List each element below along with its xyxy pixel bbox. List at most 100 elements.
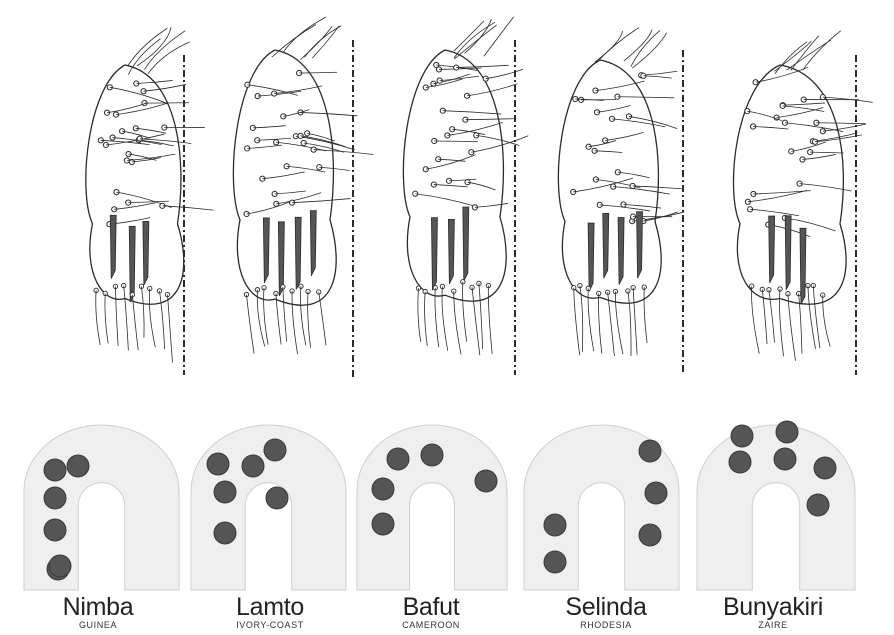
- dark-spine: [110, 215, 116, 278]
- seta: [597, 106, 630, 113]
- dark-spot: [387, 448, 409, 470]
- horseshoe-plate: [697, 425, 855, 590]
- seta: [319, 167, 349, 170]
- seta: [803, 31, 841, 70]
- dark-spot: [639, 440, 661, 462]
- dark-spine: [769, 216, 775, 283]
- leg-drawing: [558, 28, 683, 375]
- seta: [599, 293, 602, 353]
- spot-plate: [357, 425, 507, 590]
- seta: [122, 131, 150, 138]
- seta: [605, 132, 643, 140]
- seta: [128, 201, 169, 202]
- dark-spine: [618, 218, 624, 285]
- dark-spot: [814, 457, 836, 479]
- dark-spot: [639, 524, 661, 546]
- seta: [762, 289, 767, 344]
- seta: [144, 84, 186, 91]
- seta: [275, 191, 306, 194]
- seta: [283, 287, 287, 342]
- seta: [633, 288, 637, 355]
- seta: [753, 126, 788, 129]
- seta: [644, 287, 647, 343]
- dark-spot: [421, 444, 443, 466]
- label-lamto: Lamto IVORY-COAST: [185, 594, 355, 631]
- seta: [463, 282, 467, 342]
- seta: [775, 42, 807, 74]
- label-bunyakiri: Bunyakiri ZAIRE: [688, 594, 858, 631]
- dark-spine: [463, 207, 469, 281]
- seta: [615, 292, 623, 355]
- seta: [753, 191, 810, 194]
- dark-spot: [645, 482, 667, 504]
- dark-spot: [372, 478, 394, 500]
- dark-spine: [143, 221, 149, 285]
- seta: [162, 206, 213, 210]
- dark-spot: [776, 421, 798, 443]
- seta: [274, 86, 322, 94]
- dark-spot: [544, 514, 566, 536]
- seta: [617, 97, 674, 98]
- specimen-name: Bafut: [346, 594, 516, 620]
- seta: [247, 145, 282, 148]
- spot-plate: [524, 425, 679, 590]
- seta: [628, 291, 631, 356]
- dark-spine: [448, 219, 454, 283]
- seta: [823, 295, 830, 346]
- seta: [283, 17, 326, 53]
- dark-spot: [44, 519, 66, 541]
- seta: [136, 80, 172, 83]
- seta: [160, 291, 165, 349]
- specimen-name: Nimba: [13, 594, 183, 620]
- spot-plate: [697, 421, 855, 590]
- seta: [434, 185, 468, 187]
- seta: [486, 69, 523, 78]
- seta: [258, 91, 301, 96]
- spot-plate: [191, 425, 346, 590]
- seta: [456, 65, 509, 67]
- seta: [631, 30, 660, 66]
- dark-spine: [129, 226, 135, 302]
- specimen-region: RHODESIA: [521, 620, 691, 631]
- dark-spine: [588, 223, 594, 291]
- label-nimba: Nimba GUINEA: [13, 594, 183, 631]
- seta: [272, 24, 316, 57]
- dark-spot: [67, 455, 89, 477]
- seta: [115, 286, 118, 346]
- seta: [247, 202, 290, 214]
- dark-spot: [266, 487, 288, 509]
- seta: [612, 119, 665, 127]
- specimen-region: CAMEROON: [346, 620, 516, 631]
- seta: [454, 21, 484, 51]
- seta: [823, 124, 866, 131]
- seta: [633, 186, 682, 189]
- seta: [632, 33, 666, 68]
- seta: [449, 179, 476, 181]
- seta: [589, 141, 616, 147]
- seta: [299, 72, 337, 73]
- seta: [748, 190, 807, 201]
- specimen-region: ZAIRE: [688, 620, 858, 631]
- leg-drawing: [86, 27, 214, 375]
- dark-spot: [475, 470, 497, 492]
- dark-spot: [731, 425, 753, 447]
- seta: [787, 40, 831, 70]
- seta: [756, 67, 809, 82]
- seta: [425, 292, 428, 347]
- seta: [624, 30, 652, 61]
- seta: [476, 135, 519, 145]
- seta: [475, 203, 508, 207]
- seta: [149, 289, 155, 348]
- seta: [454, 22, 495, 58]
- dark-spine: [637, 212, 643, 278]
- seta: [137, 27, 171, 66]
- dark-spot: [214, 522, 236, 544]
- specimen-region: GUINEA: [13, 620, 183, 631]
- seta: [750, 209, 799, 216]
- seta: [479, 283, 483, 349]
- spot-plate: [24, 425, 179, 590]
- dark-spine: [603, 213, 609, 278]
- seta: [262, 172, 304, 179]
- seta: [472, 287, 480, 355]
